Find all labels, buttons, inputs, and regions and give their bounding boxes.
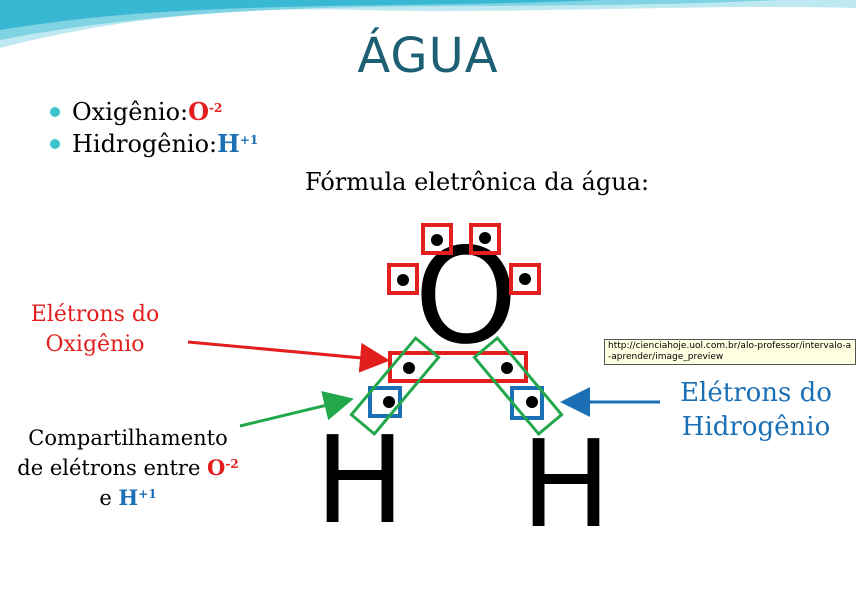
url-tooltip: http://cienciahoje.uol.com.br/alo-profes… xyxy=(604,339,856,365)
bullet-list: Oxigênio: O-2 Hidrogênio: H+1 xyxy=(50,96,258,160)
bullet-hydrogen: Hidrogênio: H+1 xyxy=(50,128,258,160)
hydrogen-symbol: H+1 xyxy=(217,129,259,158)
page-title: ÁGUA xyxy=(357,28,499,84)
electron-dot xyxy=(397,274,409,286)
hydrogen-atom-left: H xyxy=(315,412,405,551)
bullet-text: Hidrogênio: xyxy=(72,130,218,158)
bullet-text: Oxigênio: xyxy=(72,98,189,126)
header-wave xyxy=(0,0,856,48)
label-sharing: Compartilhamento de elétrons entre O-2 e… xyxy=(17,426,239,510)
label-hydrogen-electrons: Elétrons do Hidrogênio xyxy=(680,378,832,442)
formula-title: Fórmula eletrônica da água: xyxy=(305,168,650,196)
electron-dot xyxy=(403,362,415,374)
electron-dot xyxy=(479,232,491,244)
electron-dot xyxy=(501,362,513,374)
oxygen-electron-box xyxy=(421,223,453,255)
oxygen-symbol: O-2 xyxy=(188,97,223,126)
electron-dot xyxy=(383,396,395,408)
oxygen-electron-box xyxy=(387,263,419,295)
shared-pair-box-left xyxy=(349,335,441,437)
arrow-oxygen xyxy=(187,340,390,373)
bullet-oxygen: Oxigênio: O-2 xyxy=(50,96,258,128)
bullet-dot-icon xyxy=(50,139,60,149)
electron-dot xyxy=(526,396,538,408)
electron-dot xyxy=(519,273,531,285)
bullet-dot-icon xyxy=(50,107,60,117)
electron-dot xyxy=(431,234,443,246)
arrow-sharing xyxy=(239,391,354,428)
oxygen-electron-box xyxy=(509,263,541,295)
label-oxygen-electrons: Elétrons do Oxigênio xyxy=(30,302,160,357)
oxygen-electron-box xyxy=(469,223,501,255)
shared-pair-box-right xyxy=(472,335,564,437)
hydrogen-atom-right: H xyxy=(521,416,611,555)
